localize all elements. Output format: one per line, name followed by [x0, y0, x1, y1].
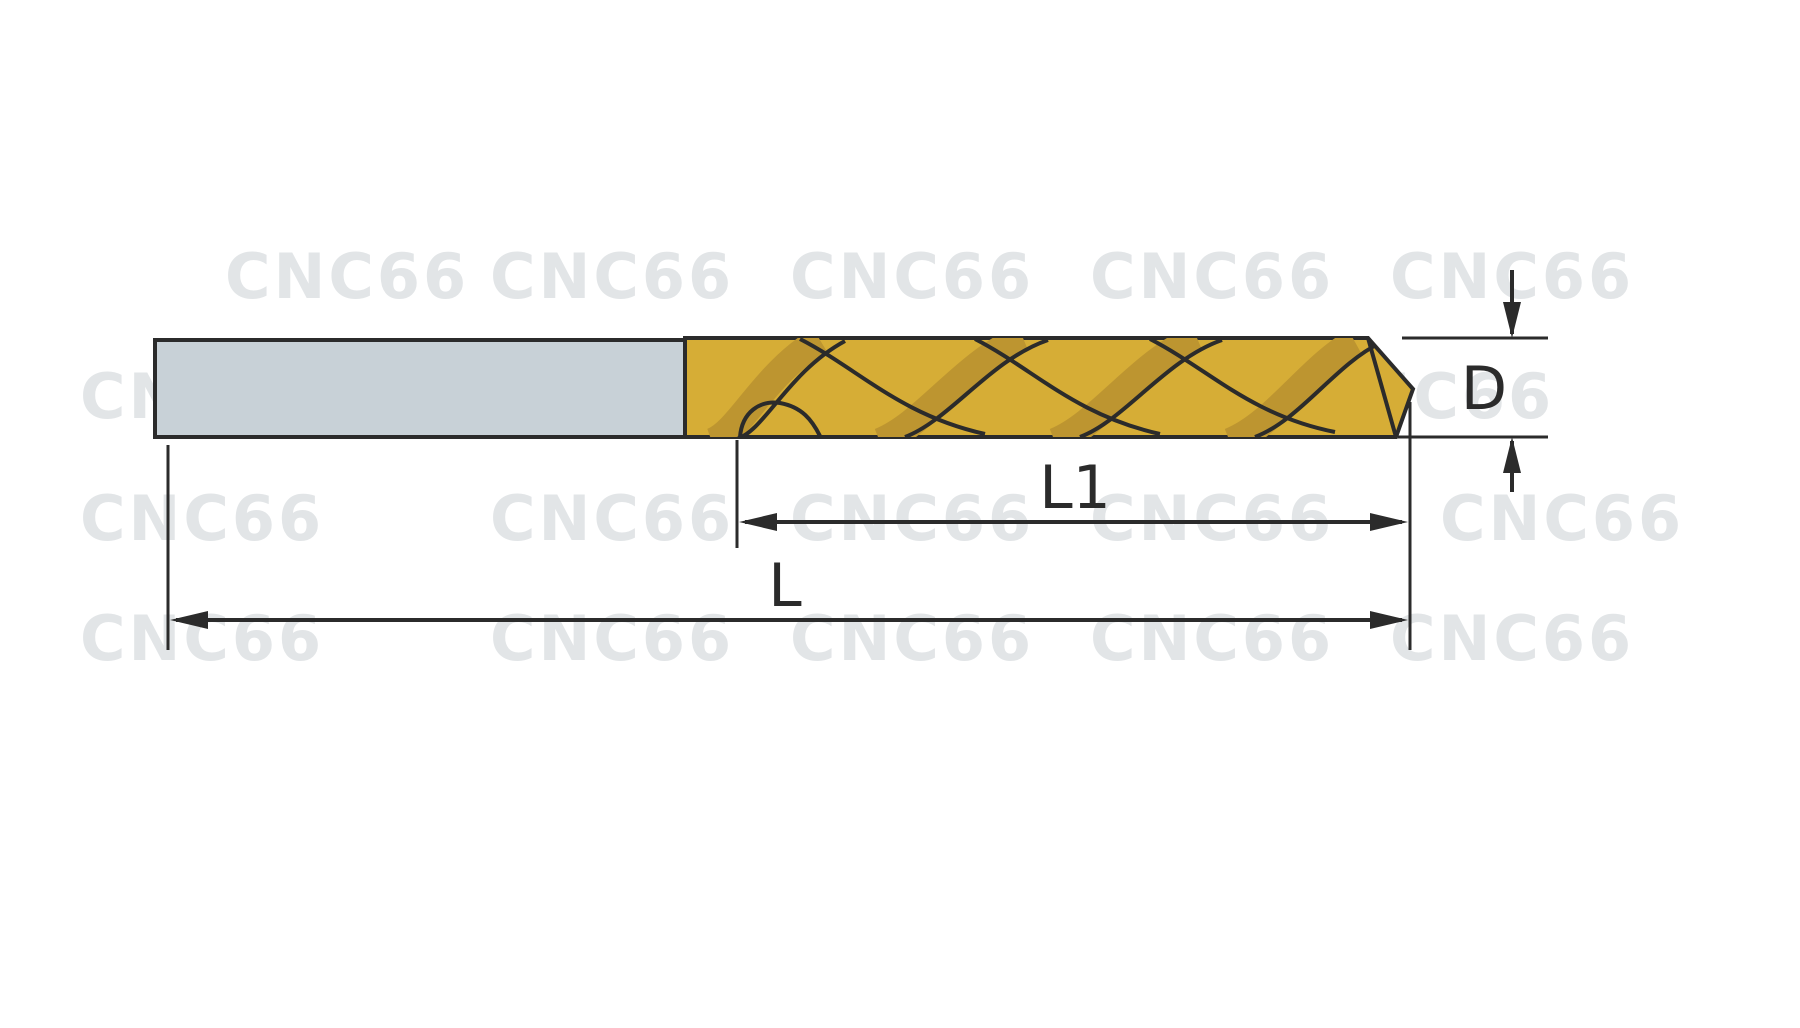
flute-line [799, 338, 986, 436]
dimension-L: L [170, 551, 1408, 629]
arrowhead-right-L [1370, 611, 1408, 629]
watermark-text: CNC66 [80, 482, 325, 555]
watermark-text: CNC66 [790, 240, 1035, 313]
watermark-text: CNC66 [490, 482, 735, 555]
drill-bit [153, 336, 1416, 439]
watermark-text: CNC66 [1090, 240, 1335, 313]
watermark-text: CNC66 [790, 602, 1035, 675]
watermark-text: CNC66 [790, 482, 1035, 555]
flute-shade-band [705, 338, 828, 437]
dimension-L1: L1 [739, 453, 1408, 531]
label-diameter: D [1461, 354, 1507, 424]
label-overall-length: L [768, 551, 802, 621]
arrowhead-down-D [1503, 302, 1521, 338]
tip-facet-line [1366, 338, 1398, 437]
arrowhead-up-D [1503, 437, 1521, 473]
arrowhead-left-L [170, 611, 208, 629]
dimension-D: D [1461, 270, 1521, 492]
watermark-text: CNC66 [1090, 602, 1335, 675]
watermark-text: CNC66 [490, 240, 735, 313]
drill-shank [153, 338, 687, 439]
flute-line [1079, 338, 1223, 437]
watermark-text: CNC66 [1390, 602, 1635, 675]
watermark-text: CNC66 [490, 602, 735, 675]
flute-shade-band [874, 338, 1029, 437]
flute-line [1149, 338, 1336, 434]
watermark-text: CNC66 [225, 240, 470, 313]
flute-shade-band [1049, 338, 1203, 437]
flute-line [974, 338, 1161, 436]
arrowhead-right-L1 [1370, 513, 1408, 531]
watermark-text: CNC66 [1090, 482, 1335, 555]
flute-runout [738, 400, 822, 437]
flute-shade-band [1224, 338, 1363, 437]
extension-lines [166, 336, 1548, 650]
dimension-annotations: L1 L D [166, 270, 1548, 650]
flute-shading [705, 338, 1363, 437]
flute-line [1254, 341, 1381, 437]
flute-lines [736, 338, 1398, 437]
watermark-text: CNC66 [1440, 482, 1685, 555]
arrowhead-left-L1 [739, 513, 777, 531]
label-flute-length: L1 [1039, 453, 1111, 523]
flute-line [904, 338, 1049, 437]
